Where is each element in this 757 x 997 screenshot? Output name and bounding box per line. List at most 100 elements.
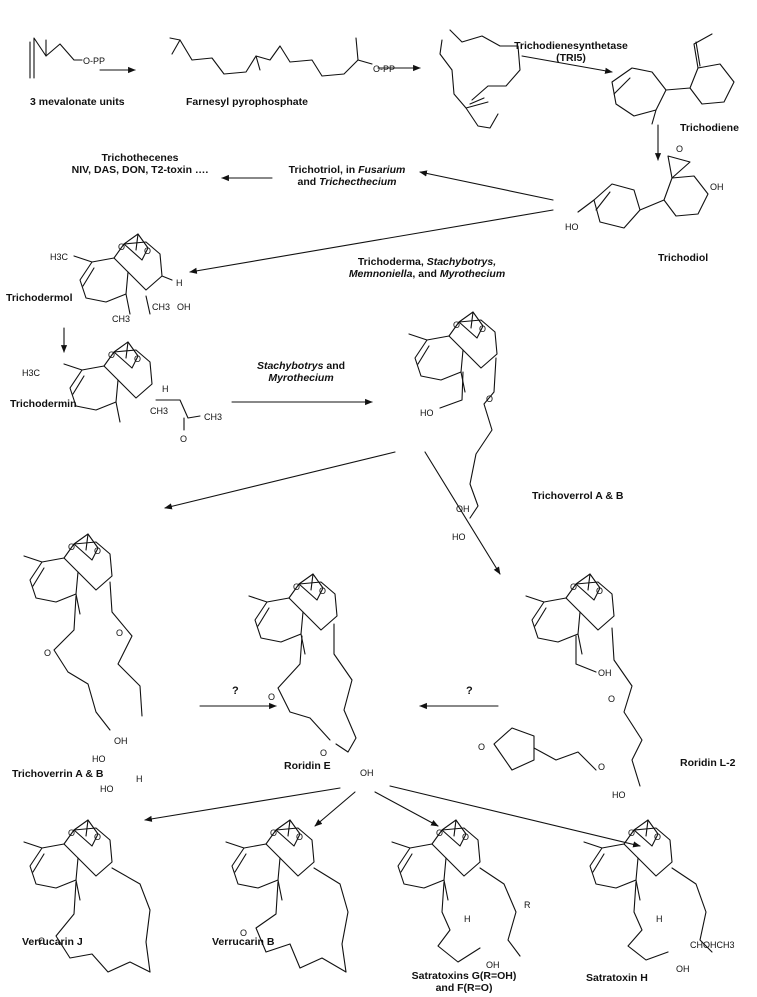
genus-stachybotrys-1: Stachybotrys,: [426, 256, 497, 268]
roridin-e-structure: [248, 573, 357, 753]
arrow-to-roridin-l2: [424, 451, 501, 575]
label-trichodiene: Trichodiene: [680, 122, 739, 134]
trichoverrol-ho-2: HO: [452, 532, 466, 542]
label-stachybotrys-route: Stachybotrys and Myrothecium: [246, 360, 356, 384]
roridin-l2-ho: HO: [612, 790, 626, 800]
arrow-to-trichoverrin: [164, 451, 396, 510]
satratoxin-h-h: H: [656, 914, 663, 924]
trichodermol-structure: [73, 233, 173, 315]
label-satratoxin-h: Satratoxin H: [586, 972, 648, 984]
roridin-l2-o-3: O: [598, 762, 605, 772]
opp-group-2: O-PP: [373, 64, 395, 74]
satratoxin-h-structure: [583, 819, 713, 961]
trichodermol-h: H: [176, 278, 183, 288]
roridin-e-oh: OH: [360, 768, 374, 778]
trichoverrin-o-1: O: [44, 648, 51, 658]
trichothecenes-examples: NIV, DAS, DON, T2-toxin ….: [71, 164, 209, 176]
label-trichodermol: Trichodermol: [6, 292, 73, 304]
satratoxins-gf-line1: Satratoxins G(R=OH): [411, 970, 517, 982]
label-roridin-l2: Roridin L-2: [680, 757, 736, 769]
trichodiol-epoxide-o: O: [676, 144, 683, 154]
arrow-to-verrucarin-j: [144, 787, 341, 822]
trichodermol-h3c: H3C: [50, 252, 69, 262]
trichoverrol-o: O: [486, 394, 493, 404]
trichodermin-ch3: CH3: [150, 406, 168, 416]
enzyme-code: (TRI5): [556, 52, 586, 64]
satratoxin-gf-structure: [391, 819, 521, 963]
verrucarin-j-structure: [23, 819, 151, 973]
trichoverrin-ho-1: HO: [92, 754, 106, 764]
trichodiene-structure: [611, 33, 735, 125]
label-enzyme: Trichodienesynthetase (TRI5): [512, 40, 630, 64]
trichodiol-oh: OH: [710, 182, 724, 192]
genus-trichecthecium: Trichecthecium: [319, 176, 397, 188]
label-trichodiol: Trichodiol: [658, 252, 709, 264]
arrow-to-satratoxin-gf: [374, 791, 439, 827]
trichodermol-ch3-a: CH3: [112, 314, 130, 324]
genus-myrothecium-1: Myrothecium: [439, 268, 506, 280]
opp-group-1: O-PP: [83, 56, 105, 66]
satratoxins-gf-line2: and F(R=O): [435, 982, 493, 994]
stachy-and: and: [323, 360, 346, 372]
farnesyl-pyrophosphate-structure: [169, 37, 373, 77]
trichoderma-and: , and: [412, 268, 440, 280]
roridin-l2-structure: [493, 573, 643, 787]
satratoxin-h-oh: OH: [676, 964, 690, 974]
label-satratoxins-gf: Satratoxins G(R=OH) and F(R=O): [404, 970, 524, 994]
label-trichothecenes: Trichothecenes NIV, DAS, DON, T2-toxin ……: [50, 152, 230, 176]
trichodiol-ho: HO: [565, 222, 579, 232]
arrow-to-verrucarin-b: [314, 791, 356, 827]
roridin-l2-o-2: O: [478, 742, 485, 752]
arrow-to-trichodermol: [189, 209, 554, 274]
verrucarin-b-o: O: [240, 928, 247, 938]
trichotriol-text: Trichotriol, in: [288, 164, 359, 176]
trichoverrin-h: H: [136, 774, 143, 784]
trichodermin-structure: [63, 341, 201, 431]
genus-fusarium: Fusarium: [358, 164, 406, 176]
trichodermol-oh: OH: [177, 302, 191, 312]
question-mark-left: ?: [232, 685, 239, 697]
roridin-e-o-2: O: [320, 748, 327, 758]
satratoxin-gf-r: R: [524, 900, 531, 910]
roridin-l2-oh: OH: [598, 668, 612, 678]
question-mark-right: ?: [466, 685, 473, 697]
trichotriol-and: and: [297, 176, 320, 188]
genus-memnoniella: Memnoniella: [348, 268, 413, 280]
label-mevalonate: 3 mevalonate units: [30, 96, 125, 108]
label-roridin-e: Roridin E: [284, 760, 331, 772]
trichoverrin-o-2: O: [116, 628, 123, 638]
satratoxin-gf-h: H: [464, 914, 471, 924]
label-trichotriol-route: Trichotriol, in Fusarium and Trichecthec…: [272, 164, 422, 188]
mevalonate-structure: [29, 37, 83, 79]
trichoverrol-ho-1: HO: [420, 408, 434, 418]
genus-myrothecium-2: Myrothecium: [268, 372, 334, 384]
label-verrucarin-j: Verrucarin J: [22, 936, 83, 948]
genus-stachybotrys-2: Stachybotrys: [256, 360, 324, 372]
trichothecenes-title: Trichothecenes: [101, 152, 179, 164]
arrow-to-trichodiene: [521, 55, 613, 74]
trichoverrin-oh-1: OH: [114, 736, 128, 746]
verrucarin-b-structure: [225, 819, 349, 973]
label-farnesyl-pyrophosphate: Farnesyl pyrophosphate: [186, 96, 308, 108]
trichodermol-ch3-b: CH3: [152, 302, 170, 312]
verrucarin-j-o: O: [38, 936, 45, 946]
trichodermin-h3c: H3C: [22, 368, 41, 378]
trichoverrol-structure: [408, 311, 498, 519]
label-trichoverrin: Trichoverrin A & B: [12, 768, 104, 780]
trichodermin-o: O: [180, 434, 187, 444]
label-trichoderma-route: Trichoderma, Stachybotrys, Memnoniella, …: [320, 256, 534, 280]
label-verrucarin-b: Verrucarin B: [212, 936, 275, 948]
label-trichoverrol: Trichoverrol A & B: [532, 490, 624, 502]
enzyme-name: Trichodienesynthetase: [514, 40, 628, 52]
trichoderma-text: Trichoderma,: [357, 256, 427, 268]
satratoxin-gf-oh: OH: [486, 960, 500, 970]
trichoverrol-oh: OH: [456, 504, 470, 514]
arrow-to-satratoxin-h: [389, 785, 641, 848]
trichodermin-h: H: [162, 384, 169, 394]
arrow-to-trichotriol: [419, 170, 554, 201]
roridin-l2-o-1: O: [608, 694, 615, 704]
trichodiol-structure: [577, 155, 709, 229]
satratoxin-h-chohch3: CHOHCH3: [690, 940, 735, 950]
trichodermin-acetyl-ch3: CH3: [204, 412, 222, 422]
